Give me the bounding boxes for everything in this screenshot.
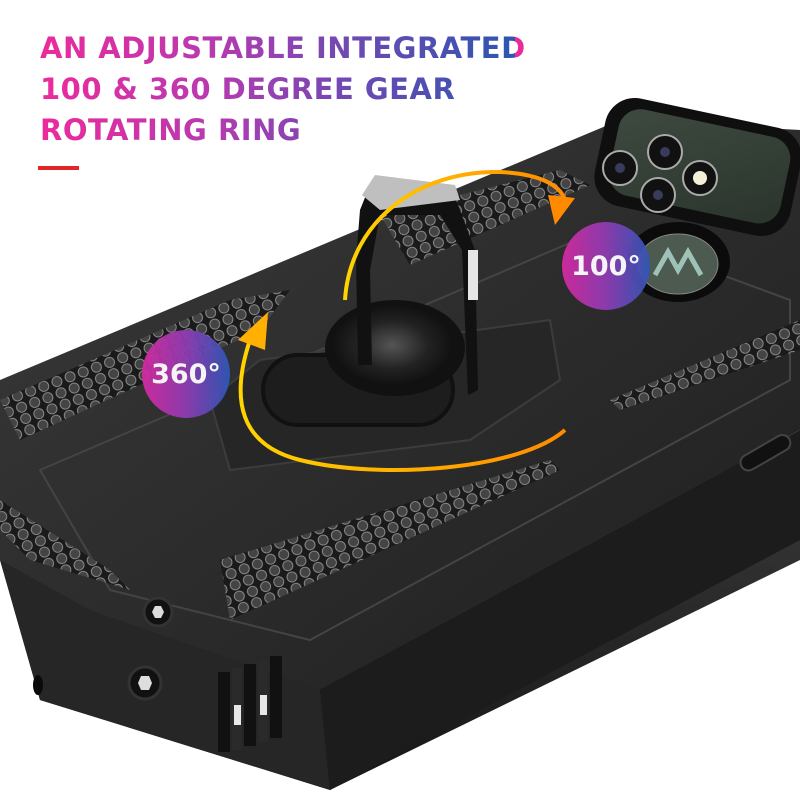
side-button [739,434,792,472]
rotation-100-label: 100° [571,250,641,282]
headline: AN ADJUSTABLE INTEGRATED 100 & 360 DEGRE… [40,28,526,151]
camera-module [594,97,800,237]
side-vents [218,656,282,752]
rotation-360-badge: 360° [142,330,230,418]
rotation-360-label: 360° [151,358,221,390]
grip-strip-bottom [220,460,560,620]
grip-strip-top [380,170,590,265]
headline-line-3: ROTATING RING [40,110,526,151]
grip-strip-bottom-left [0,500,130,590]
grip-strip-right [610,320,800,410]
rotation-100-badge: 100° [562,222,650,310]
headphone-jack [33,675,43,695]
phone-case [0,97,800,790]
headline-line-2: 100 & 360 DEGREE GEAR [40,69,526,110]
logo-window [626,222,730,302]
ring-holder [208,175,562,472]
accent-divider [38,166,79,170]
headline-line-1: AN ADJUSTABLE INTEGRATED [40,28,526,69]
rotation-arrows [238,169,575,472]
